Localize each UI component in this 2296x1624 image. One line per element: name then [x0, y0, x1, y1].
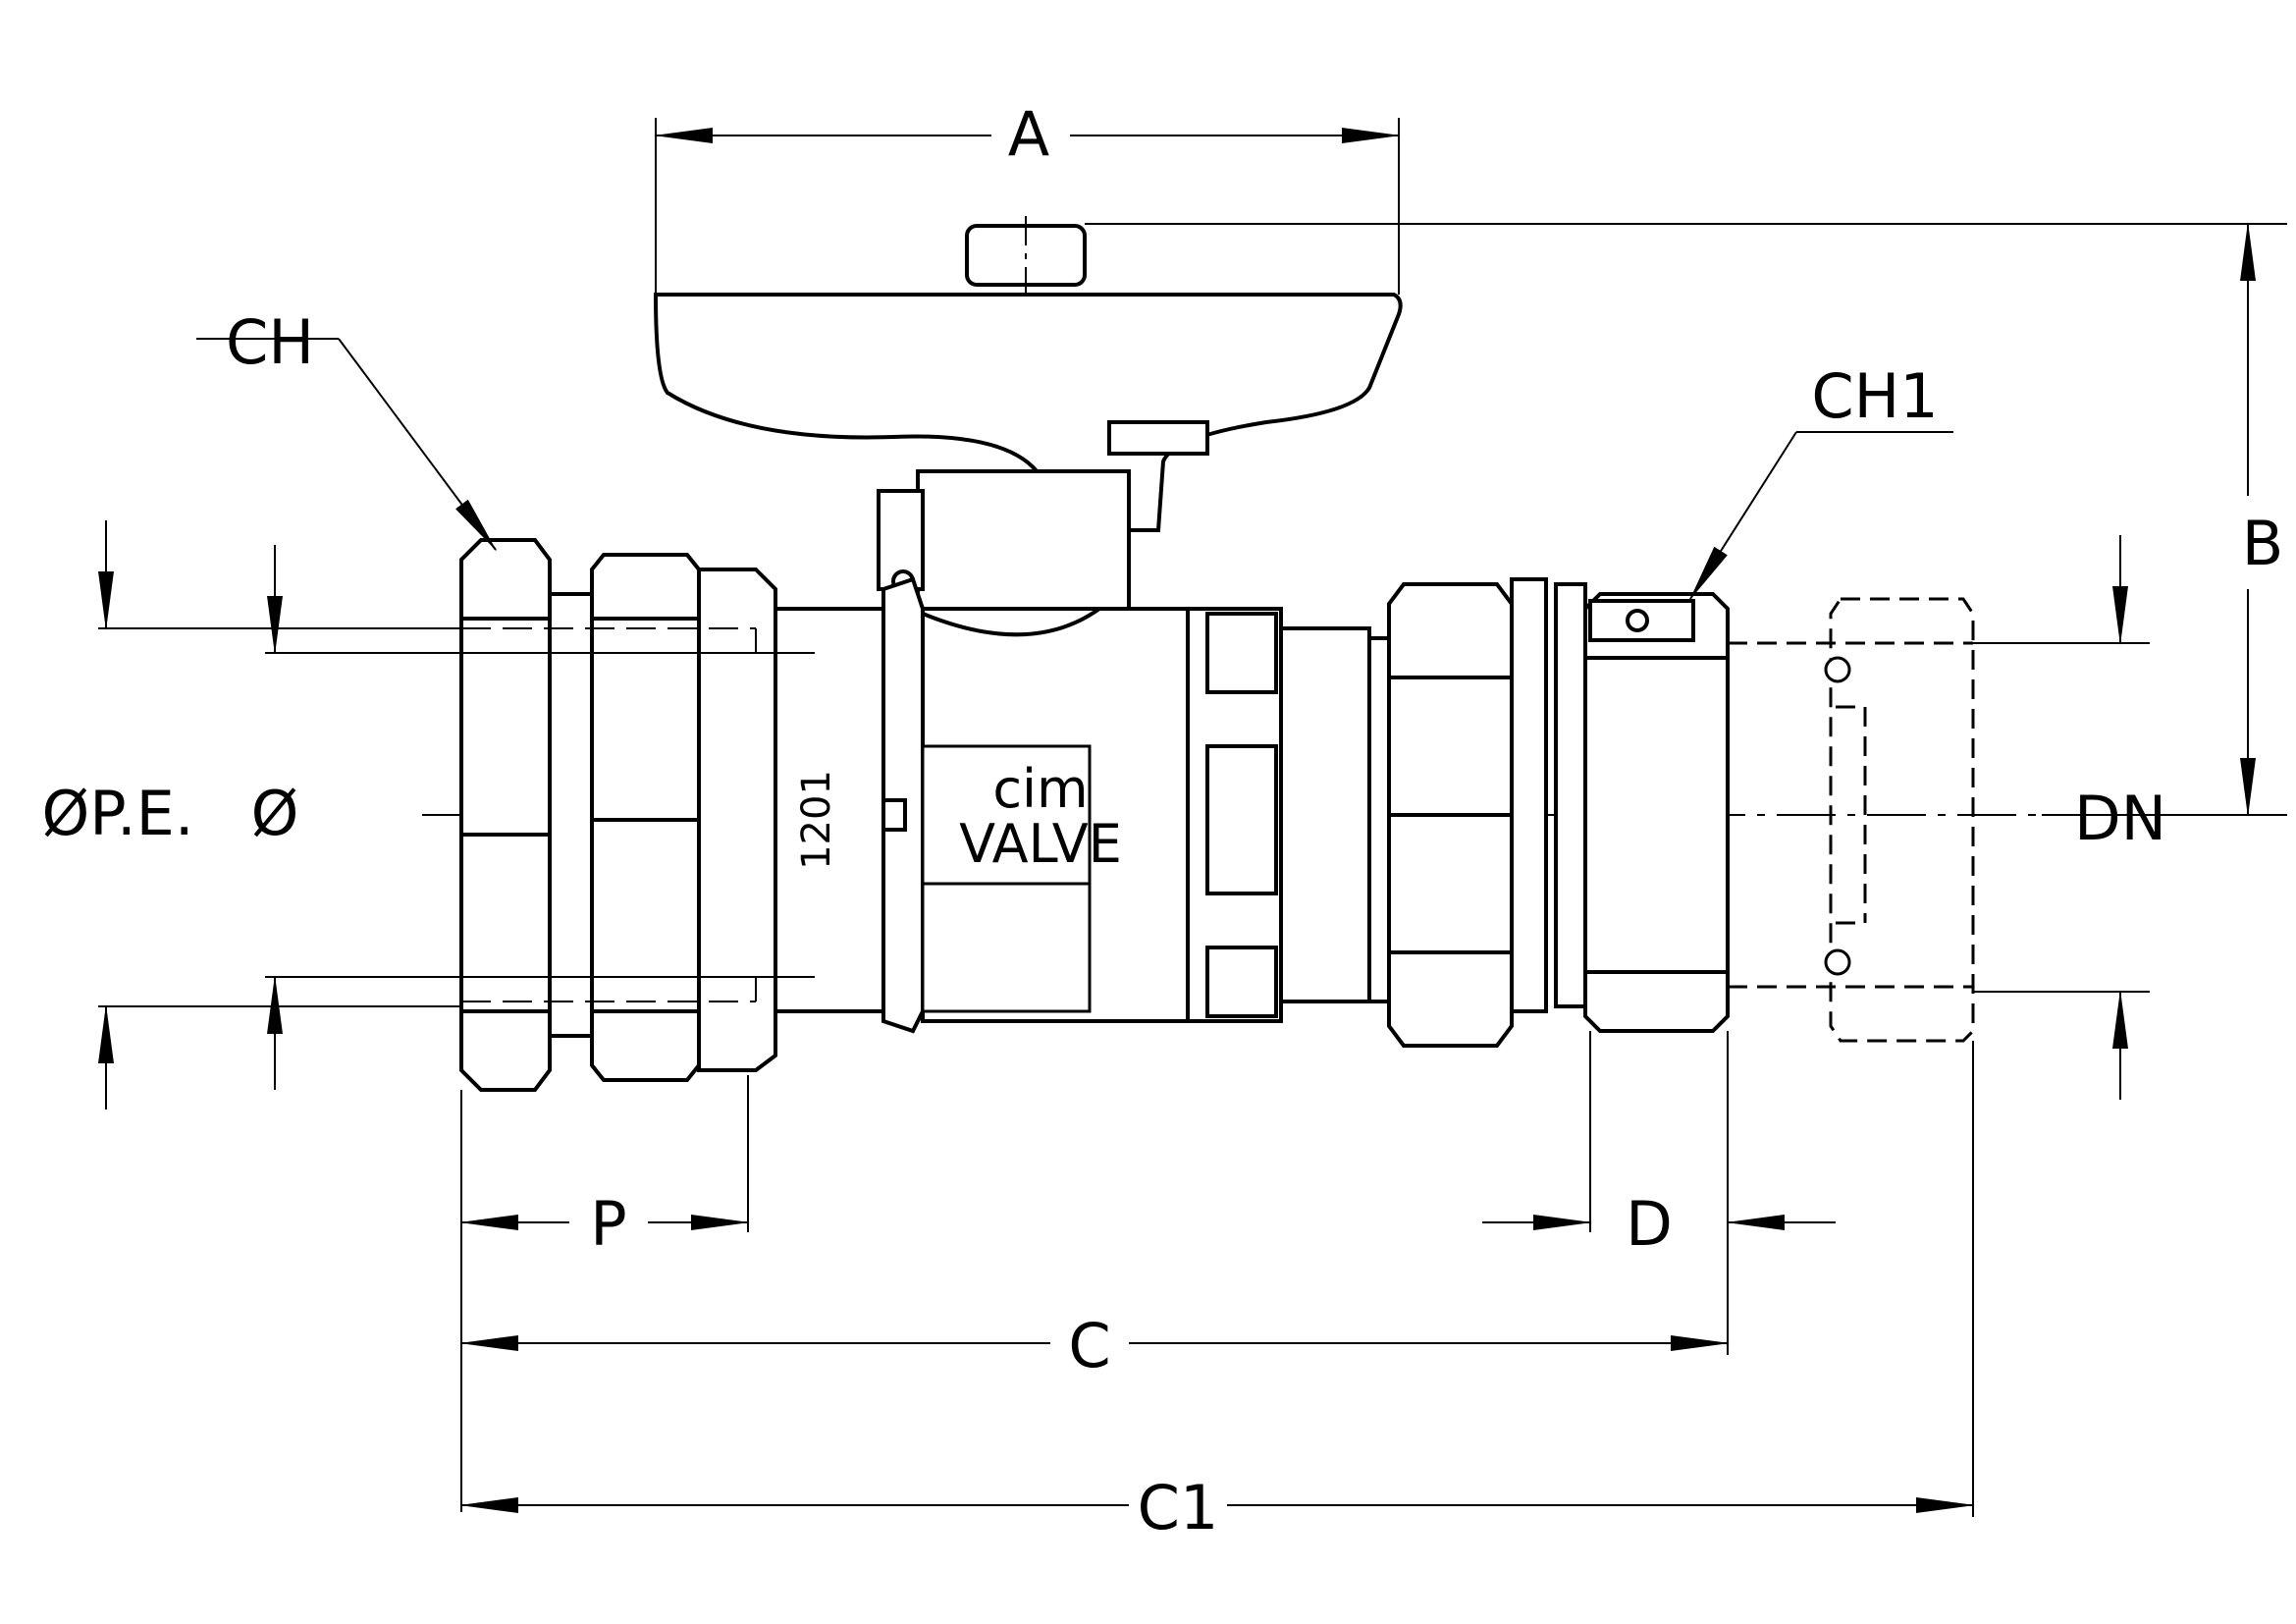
label-b: B	[2242, 508, 2284, 579]
left-collar	[548, 592, 596, 1038]
code-mark: 1201	[794, 770, 839, 870]
compression-nut	[1583, 592, 1730, 1033]
butterfly-handle	[653, 216, 1403, 532]
dimension-lines	[98, 118, 2287, 1517]
right-hex-nut	[1387, 582, 1514, 1048]
right-washer	[1510, 577, 1548, 1013]
left-hex-nut	[459, 538, 552, 1092]
o-ring-seals	[1824, 656, 1851, 976]
label-ch1: CH1	[1811, 360, 1938, 432]
valve-body	[774, 576, 1391, 1034]
label-o: Ø	[251, 778, 299, 849]
right-spacer	[1554, 582, 1587, 1008]
label-dn: DN	[2074, 783, 2166, 854]
label-d: D	[1626, 1188, 1673, 1260]
left-body-nut	[590, 553, 777, 1082]
label-c1: C1	[1138, 1472, 1219, 1543]
label-ope: ØP.E.	[41, 778, 193, 849]
label-ch: CH	[226, 306, 314, 378]
model-mark: VALVE	[959, 813, 1122, 875]
brand-mark: cim	[992, 758, 1088, 820]
label-c: C	[1068, 1310, 1110, 1381]
label-p: P	[590, 1188, 626, 1260]
label-a: A	[1008, 98, 1049, 170]
pipe-outline	[1728, 597, 1975, 1043]
valve-stem	[877, 469, 1131, 611]
bore-hidden-lines	[461, 627, 757, 1002]
